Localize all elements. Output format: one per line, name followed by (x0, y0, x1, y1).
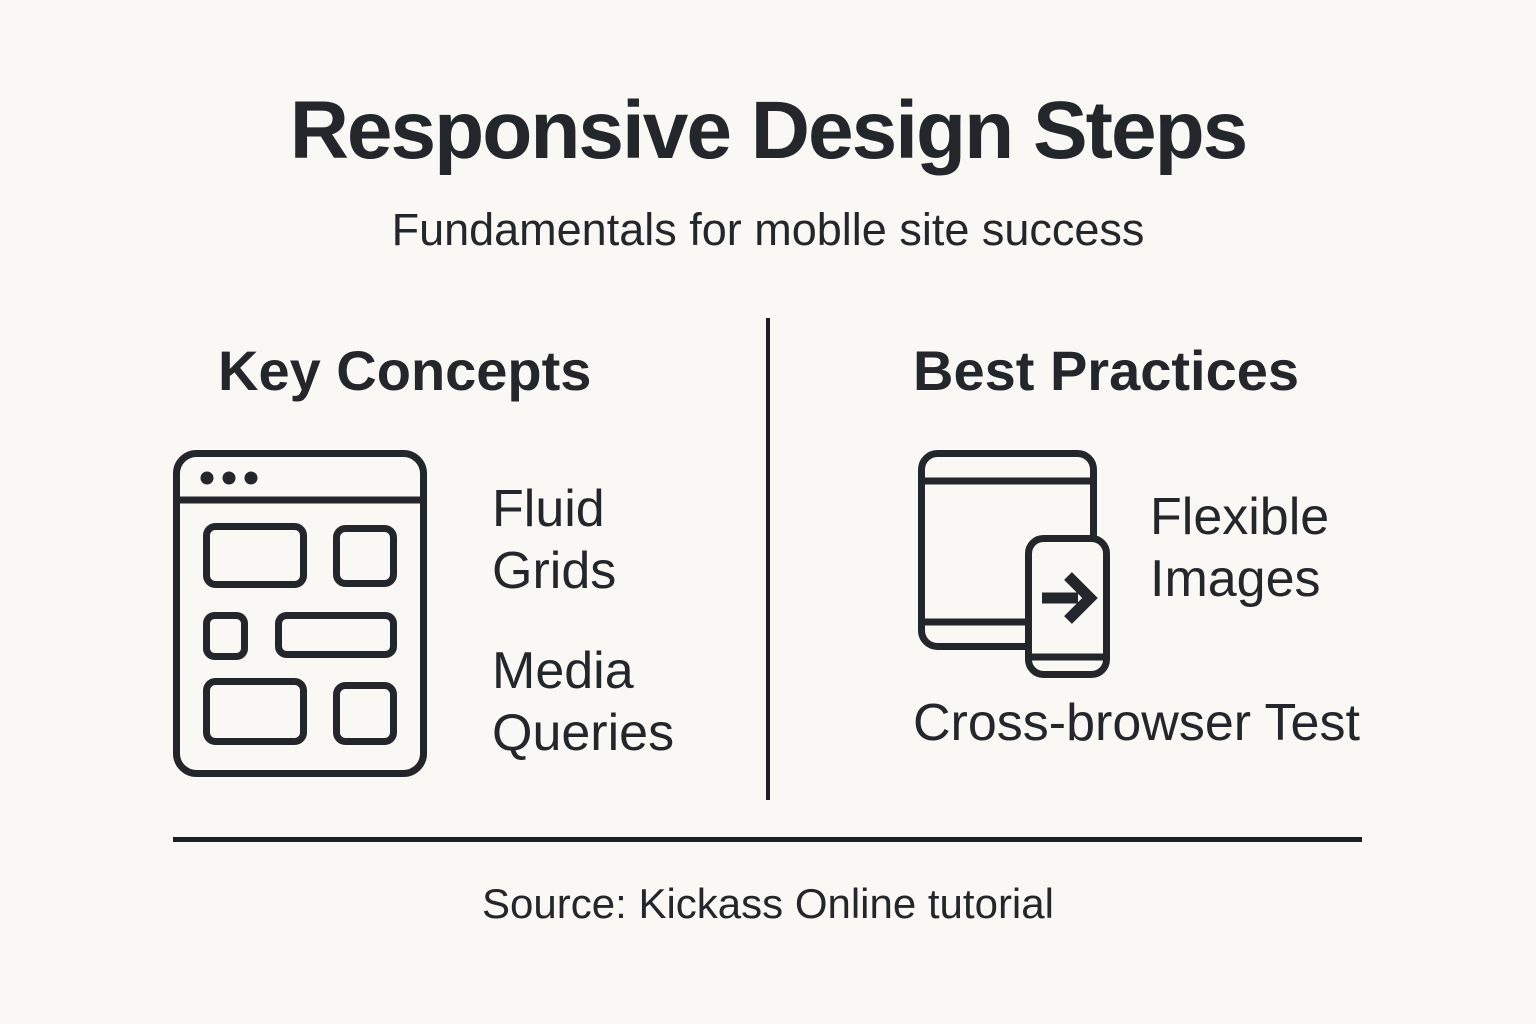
right-column-heading: Best Practices (913, 339, 1300, 402)
key-concepts-list: Fluid Grids Media Queries (492, 478, 727, 764)
vertical-divider (766, 318, 770, 800)
list-item-fluid-grids: Fluid Grids (492, 480, 617, 600)
horizontal-divider (173, 837, 1362, 842)
source-attribution: Source: Kickass Online tutorial (482, 880, 1054, 927)
page-subtitle: Fundamentals for moblle site success (391, 204, 1145, 255)
page-title: Responsive Design Steps (289, 85, 1249, 176)
browser-grid-icon (173, 450, 427, 782)
list-item-flexible-images: Flexible Images (1150, 488, 1330, 608)
list-item-media-queries: Media Queries (492, 642, 675, 762)
left-column-heading: Key Concepts (218, 339, 592, 402)
tablet-phone-icon (918, 450, 1114, 687)
list-item-cross-browser-test: Cross-browser Test (913, 694, 1360, 752)
